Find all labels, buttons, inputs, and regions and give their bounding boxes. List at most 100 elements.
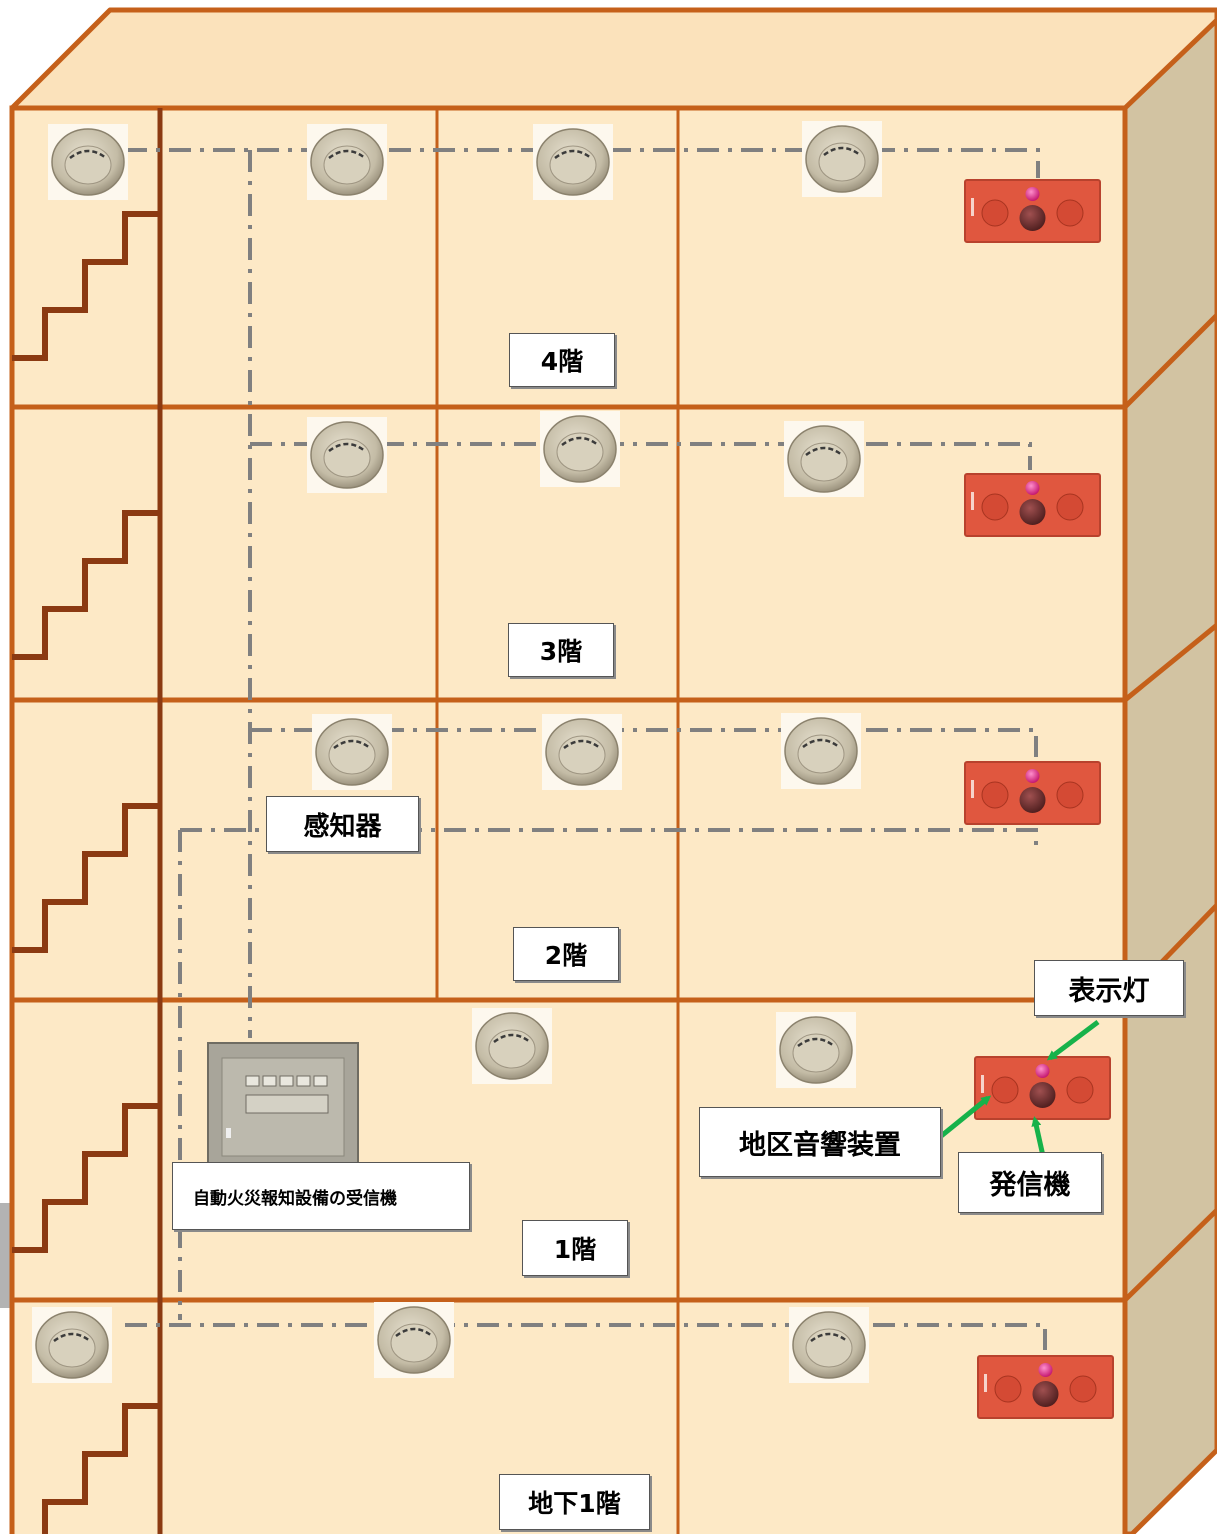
indicator-lamp-icon [1025, 769, 1040, 783]
indicator-lamp-icon [1035, 1064, 1050, 1078]
detector-label: 感知器 [266, 796, 419, 852]
panel-switch [984, 1374, 987, 1392]
detector-center [792, 1033, 840, 1073]
floor-label-4f: 4階 [509, 333, 615, 387]
wiring-line [250, 728, 1038, 757]
smoke-detector-icon [374, 1302, 454, 1378]
smoke-detector-icon [307, 417, 387, 493]
cabinet-display [245, 1094, 329, 1114]
cabinet-indicator [245, 1075, 260, 1087]
detector-vents [563, 739, 601, 750]
push-button-icon [1019, 499, 1046, 525]
detector-vents [823, 146, 861, 157]
floor-label-3f: 3階 [508, 623, 614, 677]
detector-vents [554, 149, 592, 160]
callout-arrow [1046, 1020, 1100, 1061]
smoke-detector-icon [48, 124, 128, 200]
wiring-line [180, 828, 1038, 852]
staircase [42, 1403, 160, 1534]
side-floor-edge [1123, 313, 1217, 409]
smoke-detector-icon [312, 714, 392, 790]
smoke-detector-icon [472, 1008, 552, 1084]
detector-center [323, 438, 371, 478]
bell-icon [994, 1375, 1022, 1403]
detector-vents [810, 1332, 848, 1343]
detector-vents [493, 1033, 531, 1044]
floor-label-1f: 1階 [522, 1220, 628, 1276]
detector-vents [561, 436, 599, 447]
receiver-label: 自動火災報知設備の受信機 [172, 1162, 470, 1230]
cabinet-handle [226, 1128, 231, 1138]
smoke-detector-icon [802, 121, 882, 197]
detector-center [558, 735, 606, 775]
fire-alarm-panel-icon [964, 761, 1101, 825]
indicator-lamp-icon [1038, 1363, 1053, 1377]
bell-icon [991, 1076, 1019, 1104]
side-floor-edge [1123, 1208, 1217, 1302]
bell-icon [1056, 199, 1084, 227]
detector-center [48, 1328, 96, 1368]
detector-vents [69, 149, 107, 160]
push-button-icon [1032, 1381, 1059, 1407]
indicator-lamp-icon [1025, 481, 1040, 495]
smoke-detector-icon [784, 421, 864, 497]
smoke-detector-icon [540, 411, 620, 487]
smoke-detector-icon [789, 1307, 869, 1383]
cabinet-indicator [313, 1075, 328, 1087]
detector-vents [53, 1332, 91, 1343]
panel-switch [981, 1075, 984, 1093]
fire-alarm-panel-icon [964, 179, 1101, 243]
panel-switch [971, 198, 974, 216]
wiring-line [125, 1323, 1047, 1350]
detector-vents [797, 1037, 835, 1048]
detector-vents [805, 446, 843, 457]
bell-icon [981, 199, 1009, 227]
bell-icon [1056, 493, 1084, 521]
cabinet-indicator [279, 1075, 294, 1087]
smoke-detector-icon [307, 124, 387, 200]
cabinet-indicator [262, 1075, 277, 1087]
smoke-detector-icon [533, 124, 613, 200]
receiver-cabinet-icon [207, 1042, 359, 1169]
detector-center [488, 1029, 536, 1069]
indicator-light-label: 表示灯 [1034, 960, 1184, 1016]
building-outline [9, 105, 1128, 1534]
bell-icon [1066, 1076, 1094, 1104]
detector-center [328, 735, 376, 775]
wiring-line [250, 442, 1032, 470]
fire-alarm-panel-icon [977, 1355, 1114, 1419]
bell-icon [981, 781, 1009, 809]
side-floor-edge [1123, 623, 1217, 702]
detector-vents [328, 149, 366, 160]
smoke-detector-icon [781, 713, 861, 789]
detector-center [323, 145, 371, 185]
bell-icon [1069, 1375, 1097, 1403]
smoke-detector-icon [542, 714, 622, 790]
push-button-icon [1029, 1082, 1056, 1108]
building-roof [9, 7, 1217, 111]
detector-center [549, 145, 597, 185]
smoke-detector-icon [776, 1012, 856, 1088]
floor-label-2f: 2階 [513, 927, 619, 981]
building-side-face [1122, 16, 1217, 1534]
push-button-icon [1019, 205, 1046, 231]
panel-switch [971, 780, 974, 798]
detector-center [797, 734, 845, 774]
staircase [12, 211, 160, 361]
floor-label-b1f: 地下1階 [499, 1474, 650, 1530]
push-button-icon [1019, 787, 1046, 813]
fire-alarm-panel-icon [964, 473, 1101, 537]
building-front-face [12, 108, 1125, 1534]
cabinet-indicator [296, 1075, 311, 1087]
smoke-detector-icon [32, 1307, 112, 1383]
transmitter-label: 発信機 [958, 1152, 1102, 1213]
detector-center [818, 142, 866, 182]
alarm-bell-label: 地区音響装置 [699, 1107, 941, 1177]
detector-vents [328, 442, 366, 453]
indicator-lamp-icon [1025, 187, 1040, 201]
detector-center [800, 442, 848, 482]
wiring-line [125, 148, 1040, 178]
detector-center [805, 1328, 853, 1368]
